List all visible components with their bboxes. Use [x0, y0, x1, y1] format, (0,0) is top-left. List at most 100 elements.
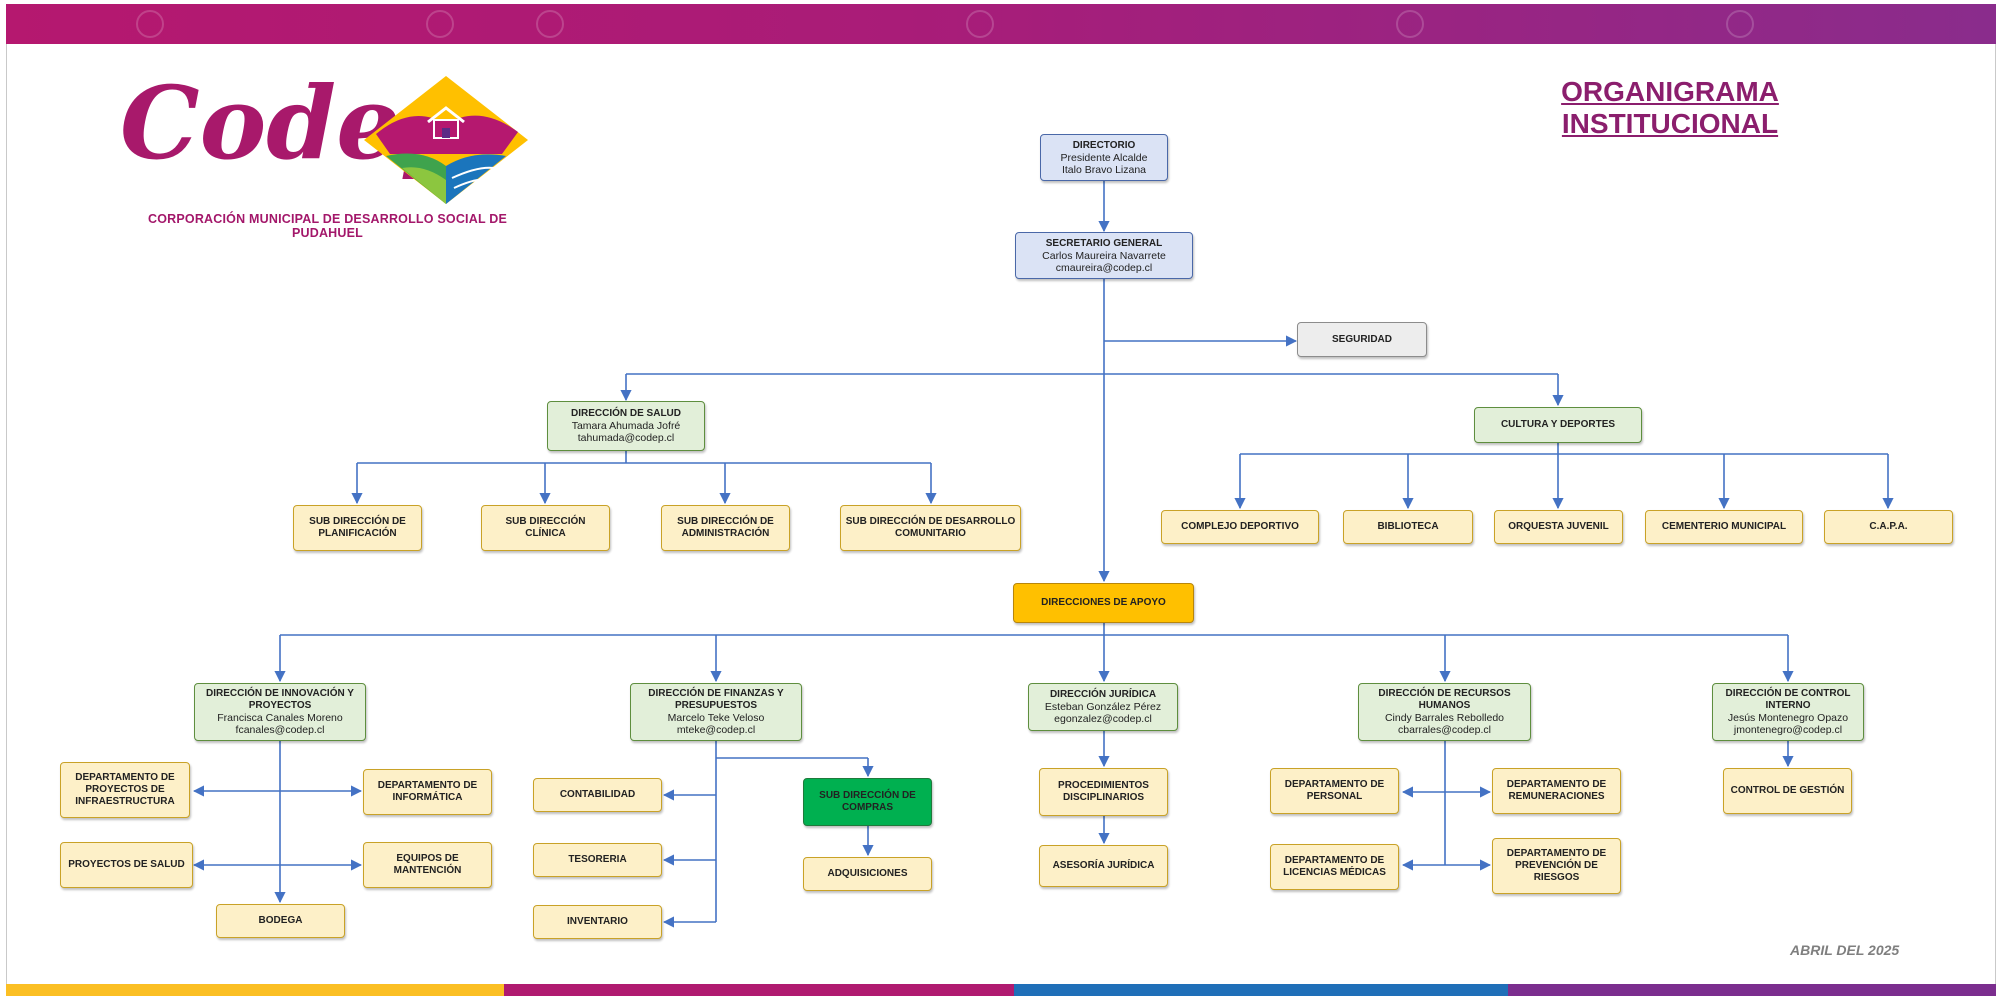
node-depto-remuneraciones[interactable]: DEPARTAMENTO DE REMUNERACIONES: [1492, 768, 1621, 814]
node-title: DIRECCIÓN DE CONTROL INTERNO: [1725, 688, 1851, 711]
node-direccion-finanzas[interactable]: DIRECCIÓN DE FINANZAS Y PRESUPUESTOS Mar…: [630, 683, 802, 741]
node-procedimientos-disciplinarios[interactable]: PROCEDIMIENTOS DISCIPLINARIOS: [1039, 768, 1168, 816]
node-person: Cindy Barrales Rebolledo: [1384, 712, 1505, 724]
node-title: PROYECTOS DE SALUD: [68, 859, 185, 870]
node-person: Italo Bravo Lizana: [1061, 163, 1147, 176]
page-title-line2: INSTITUCIONAL: [1561, 108, 1779, 139]
node-title: SUB DIRECCIÓN DE DESARROLLO COMUNITARIO: [845, 516, 1016, 539]
node-title: DEPARTAMENTO DE INFORMÁTICA: [377, 780, 478, 803]
node-email: egonzalez@codep.cl: [1054, 713, 1152, 725]
node-direccion-innovacion[interactable]: DIRECCIÓN DE INNOVACIÓN Y PROYECTOS Fran…: [194, 683, 366, 741]
node-title: ORQUESTA JUVENIL: [1508, 521, 1609, 532]
node-cementerio-municipal[interactable]: CEMENTERIO MUNICIPAL: [1645, 510, 1803, 544]
node-directorio[interactable]: DIRECTORIO Presidente Alcalde Italo Brav…: [1040, 134, 1168, 181]
node-title: CONTROL DE GESTIÓN: [1730, 785, 1845, 796]
node-person: Esteban González Pérez: [1044, 701, 1162, 713]
node-proyectos-infraestructura[interactable]: DEPARTAMENTO DE PROYECTOS DE INFRAESTRUC…: [60, 762, 190, 818]
node-title: INVENTARIO: [567, 916, 628, 927]
node-person: Francisca Canales Moreno: [217, 712, 343, 724]
node-email: cbarrales@codep.cl: [1398, 724, 1491, 736]
node-role: Presidente Alcalde: [1060, 151, 1148, 164]
node-direccion-rrhh[interactable]: DIRECCIÓN DE RECURSOS HUMANOS Cindy Barr…: [1358, 683, 1531, 741]
node-direccion-control-interno[interactable]: DIRECCIÓN DE CONTROL INTERNO Jesús Monte…: [1712, 683, 1864, 741]
node-title: SUB DIRECCIÓN CLÍNICA: [505, 516, 586, 539]
node-title: TESORERIA: [568, 854, 627, 865]
node-sub-planificacion[interactable]: SUB DIRECCIÓN DE PLANIFICACIÓN: [293, 505, 422, 551]
footer-date: ABRIL DEL 2025: [1790, 942, 1900, 958]
node-adquisiciones[interactable]: ADQUISICIONES: [803, 857, 932, 891]
node-title: DIRECCIÓN DE INNOVACIÓN Y PROYECTOS: [206, 688, 354, 711]
node-person: Marcelo Teke Veloso: [667, 712, 765, 724]
page-title: ORGANIGRAMA INSTITUCIONAL: [1530, 76, 1810, 140]
medical-pattern-icon: [536, 10, 564, 38]
medical-pattern-icon: [426, 10, 454, 38]
node-informatica[interactable]: DEPARTAMENTO DE INFORMÁTICA: [363, 769, 492, 815]
node-person: Carlos Maureira Navarrete: [1042, 249, 1166, 262]
node-sub-desarrollo-comunitario[interactable]: SUB DIRECCIÓN DE DESARROLLO COMUNITARIO: [840, 505, 1021, 551]
footer-bar-blue: [1014, 984, 1508, 996]
node-email: jmontenegro@codep.cl: [1733, 724, 1843, 736]
node-title: DEPARTAMENTO DE LICENCIAS MÉDICAS: [1283, 855, 1386, 878]
footer-bar-purple: [1508, 984, 1996, 996]
node-title: CONTABILIDAD: [559, 789, 636, 800]
node-secretario-general[interactable]: SECRETARIO GENERAL Carlos Maureira Navar…: [1015, 232, 1193, 279]
node-title: ADQUISICIONES: [827, 868, 908, 879]
node-asesoria-juridica[interactable]: ASESORÍA JURÍDICA: [1039, 845, 1168, 887]
node-proyectos-salud[interactable]: PROYECTOS DE SALUD: [60, 842, 193, 888]
node-control-gestion[interactable]: CONTROL DE GESTIÓN: [1723, 768, 1852, 814]
node-equipos-mantencion[interactable]: EQUIPOS DE MANTENCIÓN: [363, 842, 492, 888]
node-title: SUB DIRECCIÓN DE COMPRAS: [819, 790, 916, 813]
node-title: BIBLIOTECA: [1377, 521, 1439, 532]
node-title: DIRECCIÓN DE SALUD: [570, 408, 681, 419]
medical-pattern-icon: [1726, 10, 1754, 38]
node-depto-personal[interactable]: DEPARTAMENTO DE PERSONAL: [1270, 768, 1399, 814]
node-title: DIRECCIÓN DE FINANZAS Y PRESUPUESTOS: [648, 688, 784, 711]
footer-bar-yellow: [6, 984, 504, 996]
node-title: DEPARTAMENTO DE REMUNERACIONES: [1506, 779, 1607, 802]
medical-pattern-icon: [136, 10, 164, 38]
medical-pattern-icon: [966, 10, 994, 38]
node-email: mteke@codep.cl: [676, 724, 756, 736]
node-inventario[interactable]: INVENTARIO: [533, 905, 662, 939]
footer-bar-magenta: [504, 984, 1014, 996]
node-title: ASESORÍA JURÍDICA: [1052, 860, 1155, 871]
node-direcciones-apoyo[interactable]: DIRECCIONES DE APOYO: [1013, 583, 1194, 623]
node-title: SEGURIDAD: [1331, 333, 1392, 345]
node-email: tahumada@codep.cl: [577, 432, 675, 444]
node-orquesta-juvenil[interactable]: ORQUESTA JUVENIL: [1494, 510, 1623, 544]
node-title: DIRECCIÓN JURÍDICA: [1049, 689, 1157, 700]
node-sub-clinica[interactable]: SUB DIRECCIÓN CLÍNICA: [481, 505, 610, 551]
node-title: CULTURA Y DEPORTES: [1500, 419, 1616, 430]
node-email: fcanales@codep.cl: [235, 724, 325, 736]
node-depto-prevencion-riesgos[interactable]: DEPARTAMENTO DE PREVENCIÓN DE RIESGOS: [1492, 838, 1621, 894]
medical-pattern-icon: [1396, 10, 1424, 38]
node-capa[interactable]: C.A.P.A.: [1824, 510, 1953, 544]
node-title: C.A.P.A.: [1869, 521, 1908, 532]
node-contabilidad[interactable]: CONTABILIDAD: [533, 778, 662, 812]
node-sub-administracion[interactable]: SUB DIRECCIÓN DE ADMINISTRACIÓN: [661, 505, 790, 551]
node-tesoreria[interactable]: TESORERIA: [533, 843, 662, 877]
node-cultura-deportes[interactable]: CULTURA Y DEPORTES: [1474, 407, 1642, 443]
node-title: DIRECCIÓN DE RECURSOS HUMANOS: [1378, 688, 1511, 711]
node-title: DEPARTAMENTO DE PROYECTOS DE INFRAESTRUC…: [75, 772, 175, 807]
node-direccion-juridica[interactable]: DIRECCIÓN JURÍDICA Esteban González Pére…: [1028, 683, 1178, 731]
node-depto-licencias-medicas[interactable]: DEPARTAMENTO DE LICENCIAS MÉDICAS: [1270, 844, 1399, 890]
node-biblioteca[interactable]: BIBLIOTECA: [1343, 510, 1473, 544]
node-title: SUB DIRECCIÓN DE PLANIFICACIÓN: [309, 516, 406, 539]
node-title: COMPLEJO DEPORTIVO: [1181, 521, 1299, 532]
node-sub-compras[interactable]: SUB DIRECCIÓN DE COMPRAS: [803, 778, 932, 826]
node-title: PROCEDIMIENTOS DISCIPLINARIOS: [1058, 780, 1149, 803]
node-email: cmaureira@codep.cl: [1055, 261, 1153, 274]
node-person: Tamara Ahumada Jofré: [571, 420, 681, 432]
node-title: DEPARTAMENTO DE PREVENCIÓN DE RIESGOS: [1506, 848, 1607, 883]
node-complejo-deportivo[interactable]: COMPLEJO DEPORTIVO: [1161, 510, 1319, 544]
node-seguridad[interactable]: SEGURIDAD: [1297, 322, 1427, 357]
node-person: Jesús Montenegro Opazo: [1727, 712, 1849, 724]
node-direccion-salud[interactable]: DIRECCIÓN DE SALUD Tamara Ahumada Jofré …: [547, 401, 705, 451]
node-title: SECRETARIO GENERAL: [1045, 237, 1163, 249]
header-band: [6, 4, 1996, 44]
node-bodega[interactable]: BODEGA: [216, 904, 345, 938]
node-title: DEPARTAMENTO DE PERSONAL: [1284, 779, 1385, 802]
org-name: CORPORACIÓN MUNICIPAL DE DESARROLLO SOCI…: [147, 212, 508, 240]
node-title: DIRECCIONES DE APOYO: [1041, 597, 1166, 608]
